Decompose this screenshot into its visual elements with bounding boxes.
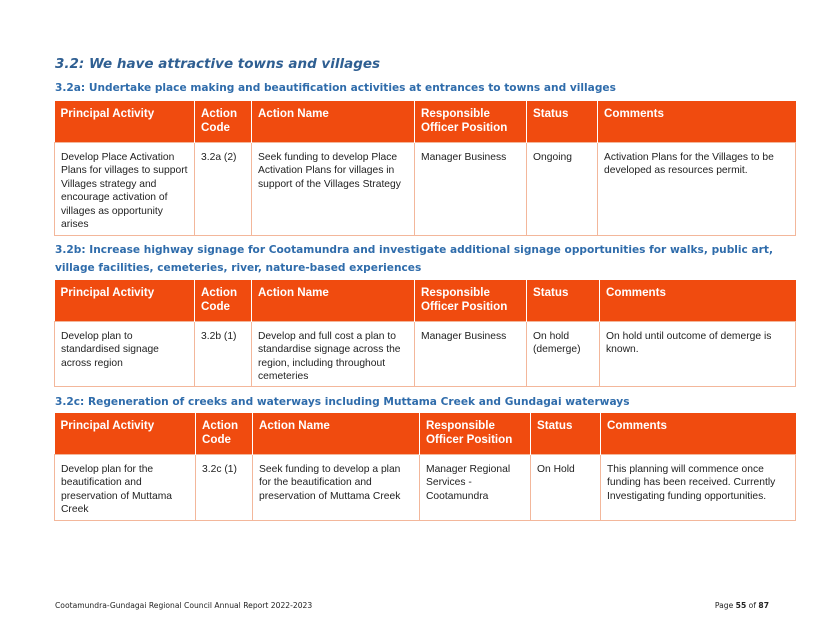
cell-action-code: 3.2a (2) bbox=[194, 141, 252, 236]
cell-responsible-officer: Manager Business bbox=[414, 320, 527, 387]
cell-action-code: 3.2b (1) bbox=[194, 320, 252, 387]
cell-principal-activity: Develop Place Activation Plans for villa… bbox=[54, 141, 195, 236]
table-row: Develop plan for the beautification and … bbox=[54, 453, 796, 521]
column-header-action-code: Action Code bbox=[194, 280, 252, 321]
cell-action-code: 3.2c (1) bbox=[195, 453, 253, 521]
cell-action-name: Seek funding to develop a plan for the b… bbox=[252, 453, 420, 521]
column-header-principal-activity: Principal Activity bbox=[54, 413, 196, 454]
footer-report-name: Cootamundra-Gundagai Regional Council An… bbox=[55, 601, 313, 610]
column-header-action-name: Action Name bbox=[251, 280, 415, 321]
table-header-row: Principal Activity Action Code Action Na… bbox=[54, 280, 796, 321]
cell-responsible-officer: Manager Regional Services - Cootamundra bbox=[419, 453, 531, 521]
cell-status: Ongoing bbox=[526, 141, 598, 236]
table-row: Develop Place Activation Plans for villa… bbox=[54, 141, 796, 236]
table-header-row: Principal Activity Action Code Action Na… bbox=[54, 101, 796, 142]
page-label: Page bbox=[714, 601, 734, 610]
column-header-responsible-officer: Responsible Officer Position bbox=[414, 280, 527, 321]
column-header-responsible-officer: Responsible Officer Position bbox=[414, 101, 527, 142]
footer-page-number: Page 55 of 87 bbox=[715, 601, 769, 610]
subsection-heading-3-2c: 3.2c: Regeneration of creeks and waterwa… bbox=[55, 396, 630, 408]
page-total: 87 bbox=[758, 601, 769, 610]
cell-comments: Activation Plans for the Villages to be … bbox=[597, 141, 796, 236]
section-title: 3.2: We have attractive towns and villag… bbox=[55, 56, 381, 72]
subsection-heading-3-2a: 3.2a: Undertake place making and beautif… bbox=[55, 82, 616, 94]
column-header-action-code: Action Code bbox=[194, 101, 252, 142]
column-header-action-name: Action Name bbox=[252, 413, 420, 454]
cell-action-name: Develop and full cost a plan to standard… bbox=[251, 320, 415, 387]
cell-status: On hold (demerge) bbox=[526, 320, 600, 387]
action-table-3-2b: Principal Activity Action Code Action Na… bbox=[54, 280, 796, 387]
column-header-comments: Comments bbox=[597, 101, 796, 142]
column-header-principal-activity: Principal Activity bbox=[54, 101, 195, 142]
cell-action-name: Seek funding to develop Place Activation… bbox=[251, 141, 415, 236]
page-of-label: of bbox=[748, 601, 756, 610]
table-row: Develop plan to standardised signage acr… bbox=[54, 320, 796, 387]
cell-comments: This planning will commence once funding… bbox=[600, 453, 796, 521]
cell-responsible-officer: Manager Business bbox=[414, 141, 527, 236]
column-header-responsible-officer: Responsible Officer Position bbox=[419, 413, 531, 454]
column-header-status: Status bbox=[526, 280, 600, 321]
action-table-3-2c: Principal Activity Action Code Action Na… bbox=[54, 413, 796, 521]
column-header-principal-activity: Principal Activity bbox=[54, 280, 195, 321]
column-header-action-code: Action Code bbox=[195, 413, 253, 454]
cell-principal-activity: Develop plan to standardised signage acr… bbox=[54, 320, 195, 387]
page-current: 55 bbox=[735, 601, 747, 610]
column-header-comments: Comments bbox=[599, 280, 796, 321]
column-header-status: Status bbox=[526, 101, 598, 142]
cell-status: On Hold bbox=[530, 453, 601, 521]
column-header-action-name: Action Name bbox=[251, 101, 415, 142]
column-header-comments: Comments bbox=[600, 413, 796, 454]
cell-principal-activity: Develop plan for the beautification and … bbox=[54, 453, 196, 521]
cell-comments: On hold until outcome of demerge is know… bbox=[599, 320, 796, 387]
column-header-status: Status bbox=[530, 413, 601, 454]
subsection-heading-3-2b: 3.2b: Increase highway signage for Coota… bbox=[55, 244, 773, 274]
table-header-row: Principal Activity Action Code Action Na… bbox=[54, 413, 796, 454]
action-table-3-2a: Principal Activity Action Code Action Na… bbox=[54, 101, 796, 236]
